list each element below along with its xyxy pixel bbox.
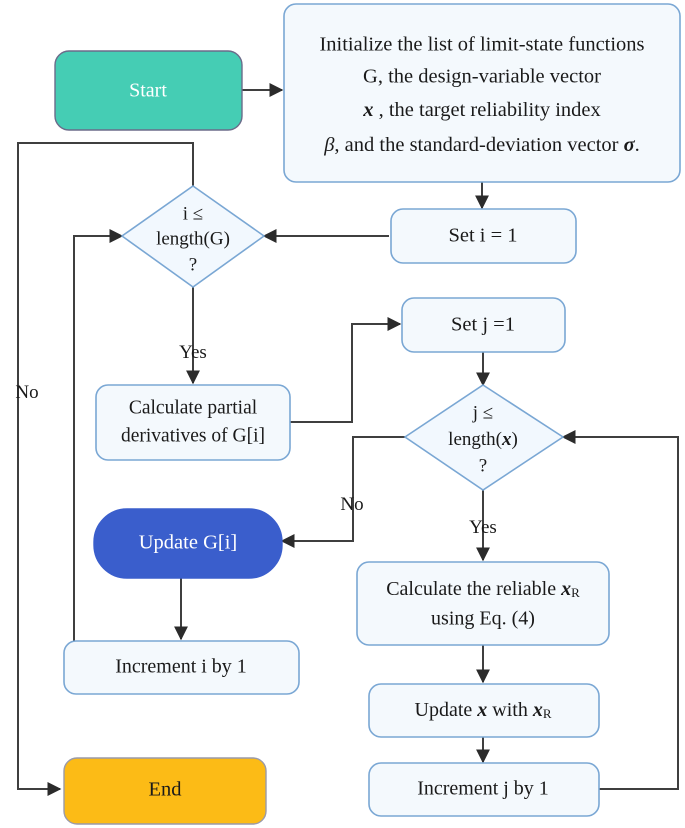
node-start[interactable]: Start bbox=[54, 50, 243, 131]
initialize-line-1: Initialize the list of limit-state funct… bbox=[319, 34, 644, 56]
node-calc-reliable[interactable]: Calculate the reliable xR using Eq. (4) bbox=[356, 561, 610, 646]
check-i-line-1: i ≤ bbox=[183, 203, 203, 224]
set-j-shape[interactable] bbox=[401, 297, 566, 353]
increment-j-label: Increment j by 1 bbox=[417, 778, 549, 800]
check-j-var-x: x bbox=[501, 429, 512, 450]
set-i-shape[interactable] bbox=[390, 208, 577, 264]
update-x-sub-r: R bbox=[543, 706, 552, 721]
check-i-shape[interactable] bbox=[120, 185, 266, 288]
calc-reliable-var-x: x bbox=[560, 578, 571, 600]
calc-reliable-line-1: Calculate the reliable xR bbox=[386, 578, 580, 600]
node-initialize[interactable]: Initialize the list of limit-state funct… bbox=[283, 3, 681, 183]
node-set-i[interactable]: Set i = 1 bbox=[390, 208, 577, 264]
increment-i-shape[interactable] bbox=[63, 640, 300, 695]
check-i-line-2: length(G) bbox=[156, 228, 230, 249]
end-label: End bbox=[148, 779, 181, 801]
update-x-shape[interactable] bbox=[368, 683, 600, 738]
node-increment-j[interactable]: Increment j by 1 bbox=[368, 762, 600, 817]
calc-reliable-line-2: using Eq. (4) bbox=[431, 608, 535, 630]
initialize-line-2: G, the design-variable vector bbox=[363, 66, 601, 88]
update-x-pre: Update bbox=[415, 699, 478, 721]
node-set-j[interactable]: Set j =1 bbox=[401, 297, 566, 353]
check-j-len-pre: length( bbox=[448, 429, 502, 450]
node-increment-i[interactable]: Increment i by 1 bbox=[63, 640, 300, 695]
initialize-line-4-mid: , and the standard-deviation vector bbox=[334, 134, 623, 156]
set-i-label: Set i = 1 bbox=[448, 225, 517, 247]
set-j-label: Set j =1 bbox=[451, 314, 515, 336]
initialize-sigma: σ bbox=[624, 134, 636, 156]
node-update-g[interactable]: Update G[i] bbox=[93, 508, 283, 579]
initialize-line-3-rest: , the target reliability index bbox=[373, 99, 600, 121]
start-shape[interactable] bbox=[54, 50, 243, 131]
edge-calc-partial-to-set-j bbox=[290, 317, 402, 423]
update-g-shape[interactable] bbox=[93, 508, 283, 579]
calc-partial-shape[interactable] bbox=[95, 384, 291, 461]
edge-label-no-j: No bbox=[340, 494, 363, 515]
edge-label-yes-i: Yes bbox=[179, 342, 207, 363]
initialize-shape[interactable] bbox=[283, 3, 681, 183]
check-j-line-1: j ≤ bbox=[472, 402, 493, 423]
update-x-label: Update x with xR bbox=[415, 699, 552, 721]
edge-labels: No Yes No Yes bbox=[15, 342, 496, 538]
calc-partial-line-2: derivatives of G[i] bbox=[121, 425, 265, 446]
node-update-x[interactable]: Update x with xR bbox=[368, 683, 600, 738]
check-j-len-post: ) bbox=[512, 429, 518, 450]
check-j-shape[interactable] bbox=[403, 384, 565, 491]
check-j-line-2: length(x) bbox=[448, 429, 518, 450]
increment-j-shape[interactable] bbox=[368, 762, 600, 817]
update-x-var-2: x bbox=[532, 699, 543, 721]
initialize-line-3: x , the target reliability index bbox=[362, 99, 601, 121]
edge-label-yes-j: Yes bbox=[469, 517, 497, 538]
edge-label-no-i: No bbox=[15, 382, 38, 403]
edge-check-j-no-to-update-g bbox=[280, 436, 405, 548]
calc-reliable-shape[interactable] bbox=[356, 561, 610, 646]
start-label: Start bbox=[129, 80, 167, 102]
initialize-line-4: β, and the standard-deviation vector σ. bbox=[323, 134, 640, 156]
node-calc-partial[interactable]: Calculate partial derivatives of G[i] bbox=[95, 384, 291, 461]
calc-reliable-pre: Calculate the reliable bbox=[386, 578, 561, 600]
update-g-label: Update G[i] bbox=[139, 532, 237, 554]
edge-increment-j-to-check-j bbox=[561, 430, 679, 790]
check-j-line-3: ? bbox=[479, 455, 487, 476]
increment-i-label: Increment i by 1 bbox=[115, 656, 247, 678]
edge-check-i-no-to-end bbox=[17, 142, 194, 796]
node-check-i[interactable]: i ≤ length(G) ? bbox=[120, 185, 266, 288]
connectors bbox=[17, 83, 679, 796]
initialize-beta: β bbox=[323, 134, 335, 156]
calc-reliable-sub-r: R bbox=[571, 585, 580, 600]
initialize-var-x: x bbox=[362, 99, 373, 121]
update-x-mid: with bbox=[487, 699, 533, 721]
node-end[interactable]: End bbox=[63, 757, 267, 825]
update-x-var-1: x bbox=[476, 699, 487, 721]
node-check-j[interactable]: j ≤ length(x) ? bbox=[403, 384, 565, 491]
edge-increment-i-to-check-i bbox=[73, 229, 124, 645]
check-i-line-3: ? bbox=[189, 254, 197, 275]
end-shape[interactable] bbox=[63, 757, 267, 825]
initialize-line-4-end: . bbox=[635, 134, 640, 156]
calc-partial-line-1: Calculate partial bbox=[129, 397, 258, 418]
